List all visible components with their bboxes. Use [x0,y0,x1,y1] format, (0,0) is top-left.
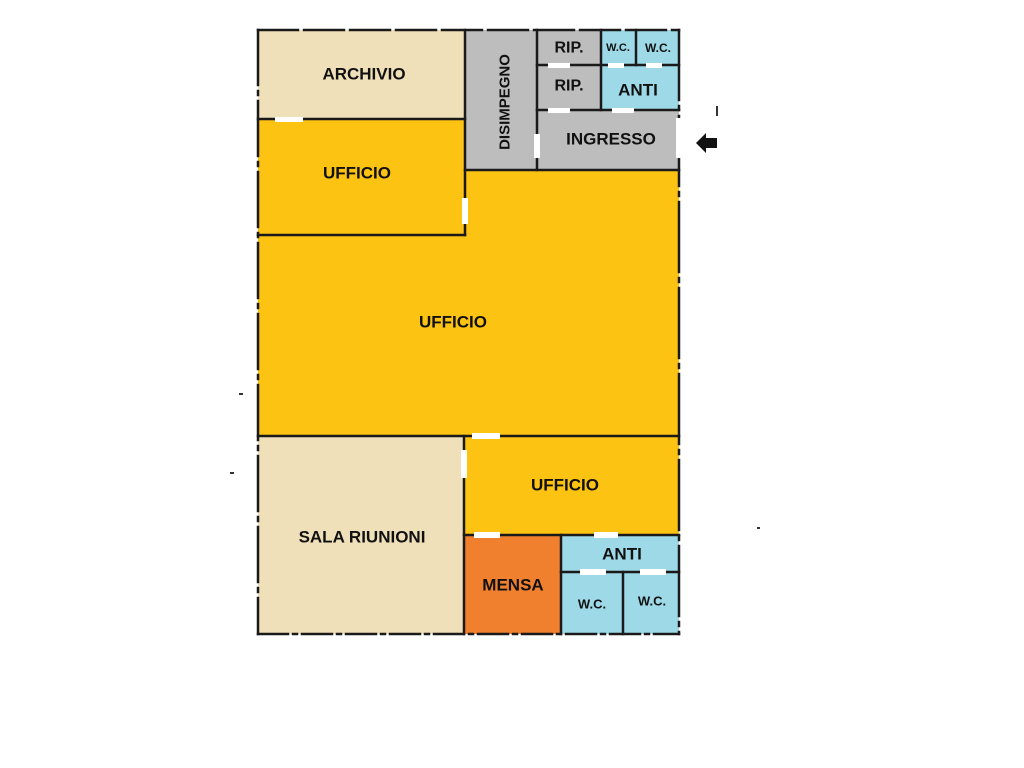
label-ufficio-2: UFFICIO [531,476,599,495]
door [462,198,468,224]
label-wc-top-1: W.C. [606,42,630,54]
label-archivio: ARCHIVIO [322,65,405,84]
door [548,108,570,113]
room-mensa [464,535,561,634]
label-wc-bottom-1: W.C. [578,597,606,612]
room-rip-2 [537,65,601,110]
room-ufficio-main [258,235,679,436]
label-disimpegno: DISIMPEGNO [497,54,514,150]
room-wc-top-1 [601,30,636,65]
door [474,532,500,538]
label-sala-riunioni: SALA RIUNIONI [299,528,426,547]
room-anti-top [601,65,679,110]
room-ufficio-2 [464,436,679,535]
room-wc-bottom-1 [561,572,623,634]
label-anti-top: ANTI [618,81,658,100]
room-sala-riunioni [258,436,464,634]
label-ufficio-1: UFFICIO [323,164,391,183]
door [612,108,634,113]
door [472,433,500,439]
label-rip-1: RIP. [554,40,583,57]
door [608,63,624,68]
room-anti-bottom [561,535,679,572]
door [580,569,606,575]
door [548,63,570,68]
door [534,134,540,158]
room-wc-top-2 [636,30,679,65]
room-ufficio-1 [258,119,465,235]
door [646,63,662,68]
room-disimpegno [465,30,537,170]
label-rip-2: RIP. [554,78,583,95]
label-ufficio-main: UFFICIO [419,313,487,332]
label-mensa: MENSA [482,576,543,595]
room-ufficio-main-upper [465,170,679,235]
room-rip-1 [537,30,601,65]
room-ingresso [537,110,679,170]
label-anti-bottom: ANTI [602,545,642,564]
room-wc-bottom-2 [623,572,679,634]
label-wc-top-2: W.C. [645,41,671,55]
label-wc-bottom-2: W.C. [638,594,666,609]
label-ingresso: INGRESSO [566,130,656,149]
door [640,569,666,575]
door [275,117,303,122]
door [594,532,618,538]
door [461,450,467,478]
room-archivio [258,30,465,119]
door [676,118,682,158]
arrow-left-icon [696,133,717,153]
